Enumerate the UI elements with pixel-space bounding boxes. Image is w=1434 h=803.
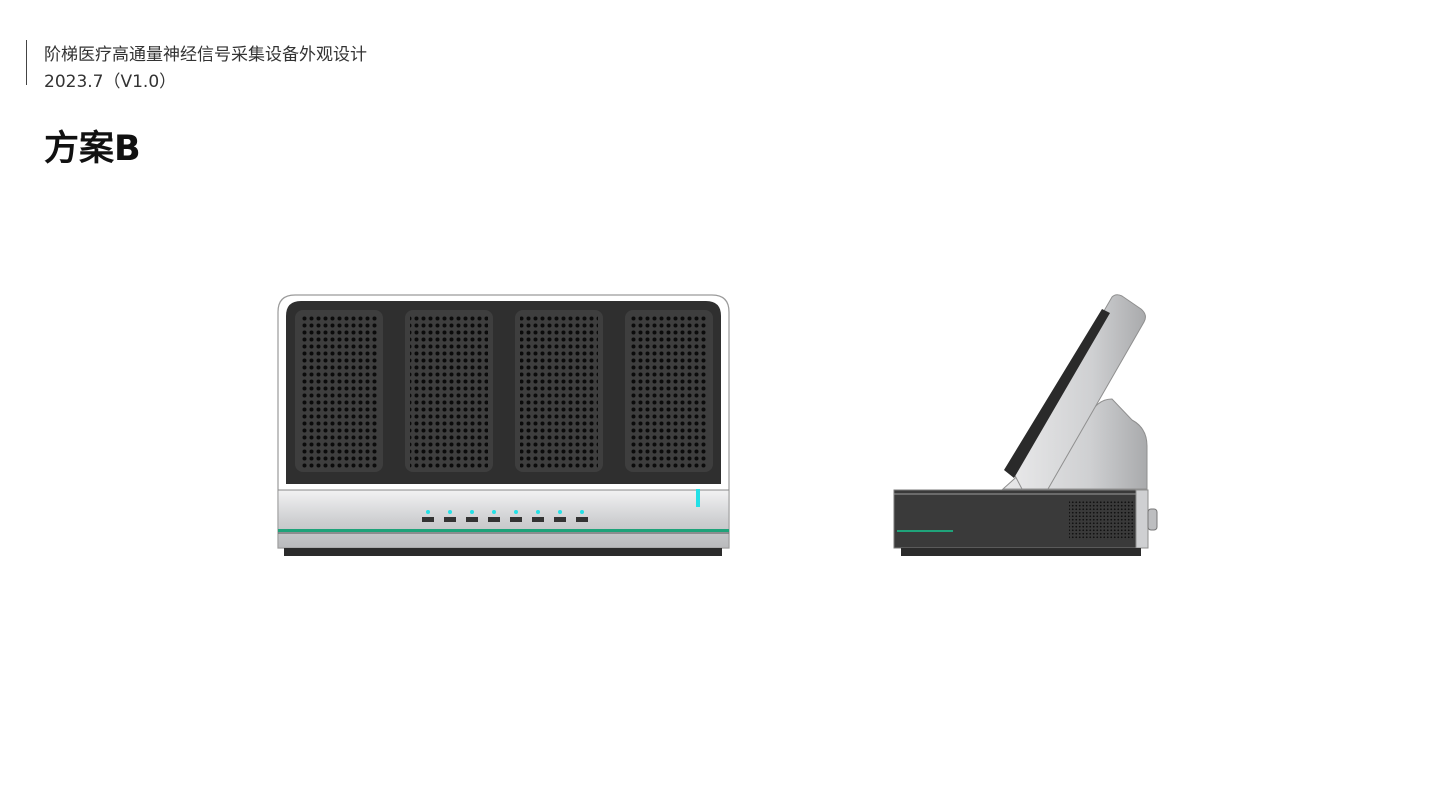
- power-indicator: [696, 489, 700, 507]
- project-date-version: 2023.7（V1.0）: [44, 72, 177, 92]
- side-screen-face: [1004, 309, 1110, 478]
- usb-port: [510, 510, 522, 522]
- side-foot: [901, 548, 1141, 556]
- front-dark-panel: [286, 301, 721, 484]
- front-silver-base: [277, 489, 730, 549]
- grille-dots: [410, 314, 488, 468]
- scheme-title: 方案B: [44, 129, 141, 169]
- usb-port: [488, 510, 500, 522]
- usb-ports: [422, 510, 588, 522]
- usb-port: [554, 510, 566, 522]
- grille-dots: [520, 314, 598, 468]
- device-side-view: [893, 294, 1158, 556]
- grille-dots: [300, 314, 378, 468]
- side-green-accent: [897, 530, 953, 532]
- side-screen-back: [1011, 294, 1146, 490]
- usb-port: [466, 510, 478, 522]
- usb-port: [422, 510, 434, 522]
- front-green-accent: [278, 529, 729, 532]
- device-front-view: [277, 294, 730, 556]
- side-vent: [1069, 500, 1135, 540]
- usb-port: [576, 510, 588, 522]
- project-title: 阶梯医疗高通量神经信号采集设备外观设计: [44, 45, 367, 65]
- side-knob: [1147, 508, 1158, 531]
- header-accent-bar: [26, 40, 27, 85]
- usb-port: [532, 510, 544, 522]
- grille-dots: [630, 314, 708, 468]
- front-foot: [284, 548, 722, 556]
- usb-port: [444, 510, 456, 522]
- front-grille-panels: [295, 310, 713, 472]
- side-silver-edge: [1135, 489, 1149, 549]
